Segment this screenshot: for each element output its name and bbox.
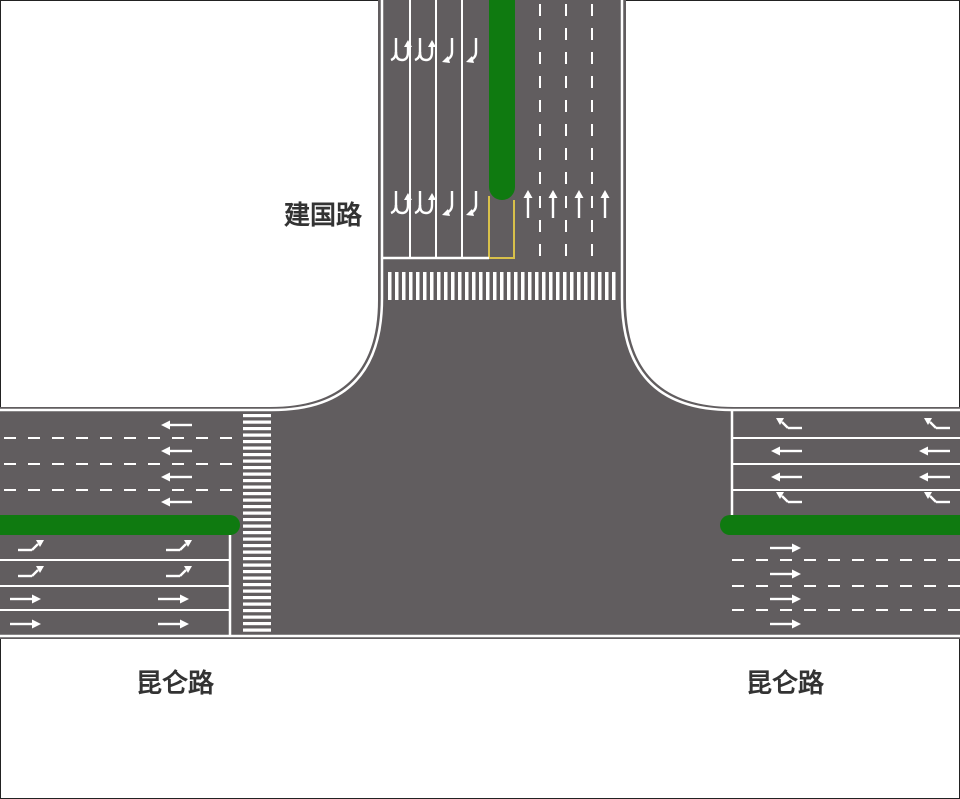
north-crosswalk	[388, 272, 616, 300]
crosswalk-stripe	[243, 427, 271, 431]
crosswalk-stripe	[430, 272, 434, 300]
crosswalk-stripe	[243, 570, 271, 574]
crosswalk-stripe	[556, 272, 560, 300]
crosswalk-stripe	[243, 433, 271, 437]
crosswalk-stripe	[243, 583, 271, 587]
crosswalk-stripe	[486, 272, 490, 300]
crosswalk-stripe	[542, 272, 546, 300]
crosswalk-stripe	[395, 272, 399, 300]
crosswalk-stripe	[243, 609, 271, 613]
crosswalk-stripe	[243, 628, 271, 632]
crosswalk-stripe	[243, 550, 271, 554]
crosswalk-stripe	[243, 459, 271, 463]
crosswalk-stripe	[584, 272, 588, 300]
crosswalk-stripe	[458, 272, 462, 300]
crosswalk-stripe	[243, 531, 271, 535]
crosswalk-stripe	[243, 596, 271, 600]
crosswalk-stripe	[549, 272, 553, 300]
crosswalk-stripe	[577, 272, 581, 300]
crosswalk-stripe	[243, 615, 271, 619]
crosswalk-stripe	[243, 420, 271, 424]
crosswalk-stripe	[243, 557, 271, 561]
crosswalk-stripe	[243, 511, 271, 515]
crosswalk-stripe	[243, 453, 271, 457]
crosswalk-stripe	[535, 272, 539, 300]
crosswalk-stripe	[243, 524, 271, 528]
east-median	[720, 515, 960, 535]
crosswalk-stripe	[388, 272, 392, 300]
crosswalk-stripe	[243, 518, 271, 522]
crosswalk-stripe	[570, 272, 574, 300]
crosswalk-stripe	[243, 544, 271, 548]
crosswalk-stripe	[598, 272, 602, 300]
west-median	[0, 515, 240, 535]
crosswalk-stripe	[243, 602, 271, 606]
crosswalk-stripe	[243, 492, 271, 496]
west-exit-lane-lines	[4, 437, 240, 491]
crosswalk-stripe	[521, 272, 525, 300]
crosswalk-stripe	[243, 505, 271, 509]
crosswalk-stripe	[409, 272, 413, 300]
north-road-label: 建国路	[284, 201, 363, 231]
east-road-label: 昆仑路	[746, 669, 825, 699]
crosswalk-stripe	[563, 272, 567, 300]
crosswalk-stripe	[402, 272, 406, 300]
crosswalk-stripe	[243, 498, 271, 502]
yellow-guide	[488, 196, 515, 259]
crosswalk-stripe	[243, 485, 271, 489]
crosswalk-stripe	[243, 414, 271, 418]
crosswalk-stripe	[514, 272, 518, 300]
crosswalk-stripe	[243, 563, 271, 567]
crosswalk-stripe	[451, 272, 455, 300]
crosswalk-stripe	[243, 466, 271, 470]
crosswalk-stripe	[444, 272, 448, 300]
east-entry-lane-lines	[732, 437, 960, 491]
crosswalk-stripe	[472, 272, 476, 300]
crosswalk-stripe	[423, 272, 427, 300]
crosswalk-stripe	[591, 272, 595, 300]
north-entry-lane-lines	[409, 0, 463, 258]
crosswalk-stripe	[416, 272, 420, 300]
west-road-label: 昆仑路	[136, 669, 215, 699]
crosswalk-stripe	[500, 272, 504, 300]
crosswalk-stripe	[437, 272, 441, 300]
crosswalk-stripe	[243, 622, 271, 626]
crosswalk-stripe	[243, 589, 271, 593]
west-crosswalk	[243, 414, 271, 632]
crosswalk-stripe	[243, 440, 271, 444]
crosswalk-stripe	[493, 272, 497, 300]
crosswalk-stripe	[479, 272, 483, 300]
north-median	[489, 0, 515, 200]
crosswalk-stripe	[243, 576, 271, 580]
crosswalk-stripe	[528, 272, 532, 300]
crosswalk-stripe	[465, 272, 469, 300]
crosswalk-stripe	[605, 272, 609, 300]
road-edges	[0, 634, 960, 638]
north-exit-lane-lines	[539, 4, 593, 258]
crosswalk-stripe	[243, 537, 271, 541]
crosswalk-stripe	[243, 479, 271, 483]
crosswalk-stripe	[612, 272, 616, 300]
crosswalk-stripe	[507, 272, 511, 300]
crosswalk-stripe	[243, 446, 271, 450]
crosswalk-stripe	[243, 472, 271, 476]
west-entry-lane-lines	[0, 559, 230, 611]
